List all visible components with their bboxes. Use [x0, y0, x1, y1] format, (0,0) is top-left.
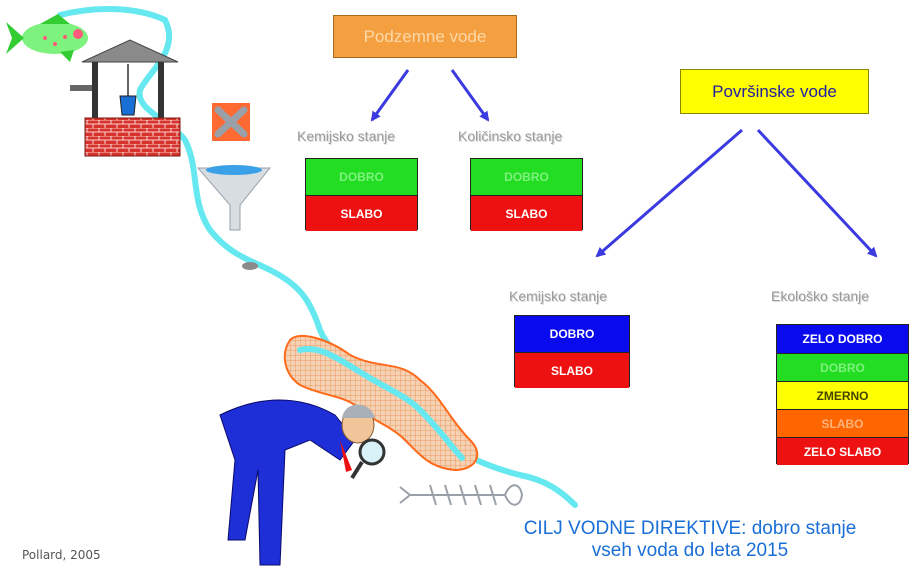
state-poor: SLABO — [471, 195, 582, 231]
arrow-surface-to-chem — [595, 128, 743, 258]
state-bad: ZELO SLABO — [777, 437, 908, 465]
arrow-ground-to-chem — [370, 69, 410, 122]
fish-icon — [6, 14, 88, 62]
state-poor: SLABO — [306, 195, 417, 231]
sw-ecological-states: ZELO DOBRO DOBRO ZMERNO SLABO ZELO SLABO — [776, 324, 909, 465]
sw-chemical-states: DOBRO SLABO — [514, 315, 630, 388]
funnel-icon — [196, 165, 272, 231]
sw-chemical-label: Kemijsko stanje — [509, 288, 608, 304]
fish-skeleton-icon — [399, 484, 524, 506]
gw-quantitative-states: DOBRO SLABO — [470, 158, 583, 231]
state-moderate: ZMERNO — [777, 381, 908, 409]
state-poor: SLABO — [777, 409, 908, 437]
surface-title: Površinske vode — [712, 81, 837, 101]
polluted-area — [283, 335, 479, 472]
groundwater-title-box: Podzemne vode — [333, 15, 517, 58]
state-poor: SLABO — [515, 352, 629, 388]
credit: Pollard, 2005 — [22, 548, 101, 562]
diagram-arrows — [370, 69, 878, 258]
directive-goal-line2: vseh voda do leta 2015 — [591, 540, 789, 561]
gw-chemical-states: DOBRO SLABO — [305, 158, 418, 231]
gw-quantitative-label: Količinsko stanje — [458, 128, 563, 144]
state-very-good: ZELO DOBRO — [777, 325, 908, 353]
directive-goal-line1: CILJ VODNE DIREKTIVE: dobro stanje — [523, 518, 857, 539]
state-good: DOBRO — [471, 159, 582, 195]
well-icon — [70, 39, 181, 157]
sw-ecological-label: Ekološko stanje — [771, 288, 870, 304]
arrow-surface-to-eco — [756, 128, 878, 258]
state-good: DOBRO — [777, 353, 908, 381]
state-good: DOBRO — [306, 159, 417, 195]
directive-goal: CILJ VODNE DIREKTIVE: dobro stanje vseh … — [470, 518, 910, 562]
inspector-figure — [219, 399, 386, 566]
state-good: DOBRO — [515, 316, 629, 352]
surface-title-box: Površinske vode — [680, 69, 869, 114]
arrow-ground-to-quant — [450, 69, 490, 122]
groundwater-title: Podzemne vode — [363, 26, 487, 46]
gw-chemical-label: Kemijsko stanje — [297, 128, 396, 144]
river-stone — [242, 262, 258, 270]
blocked-x-icon — [212, 103, 250, 141]
